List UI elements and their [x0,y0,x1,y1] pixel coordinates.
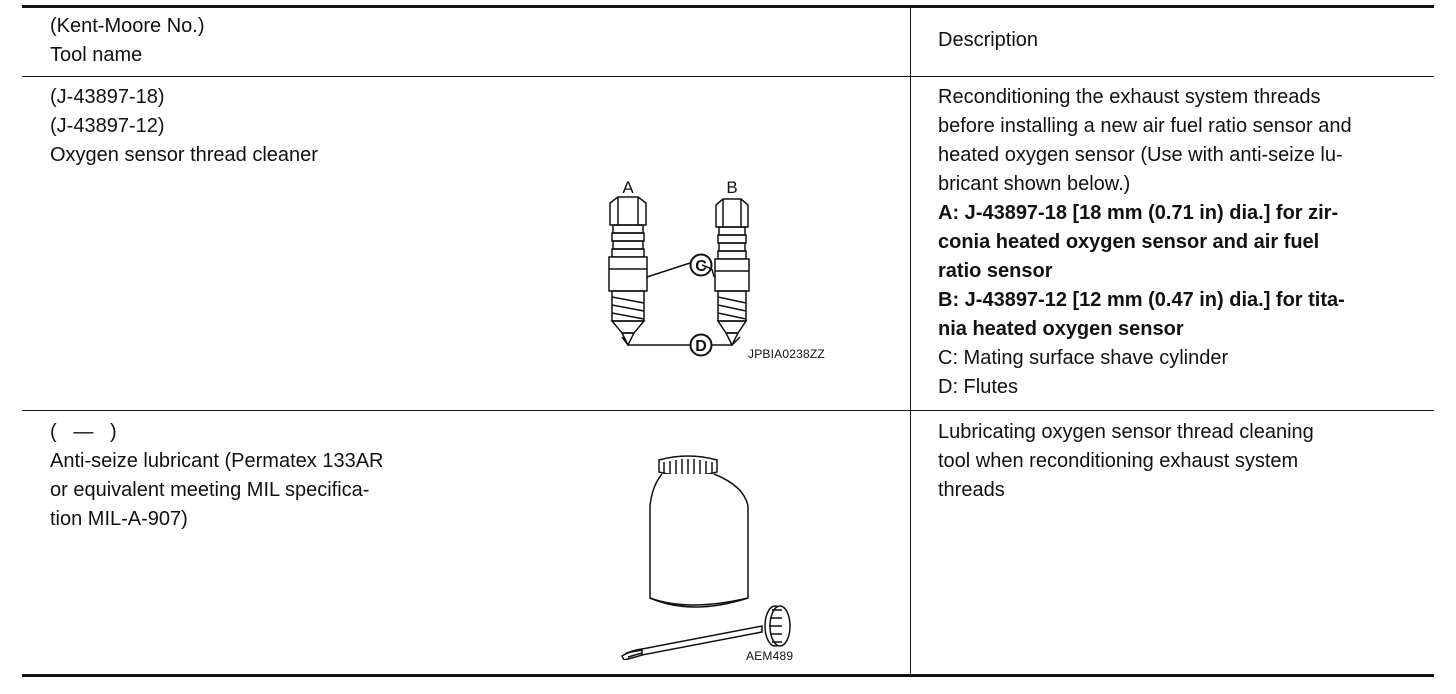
row1-tool-line: Oxygen sensor thread cleaner [50,144,318,166]
row2-tool-cell: ( — ) Anti-seize lubricant (Permatex 133… [50,418,383,534]
row1-desc-line: C: Mating surface shave cylinder [938,347,1229,369]
row2-tool-line: ( — ) [50,421,117,443]
row1-desc-line: Reconditioning the exhaust system thread… [938,86,1321,108]
row1-desc-line: ratio sensor [938,260,1053,282]
row2-tool-line: or equivalent meeting MIL specifica- [50,479,370,501]
row-divider [22,410,1434,411]
row1-desc-line: B: J-43897-12 [12 mm (0.47 in) dia.] for… [938,289,1345,311]
row2-desc-line: Lubricating oxygen sensor thread cleanin… [938,421,1314,443]
header-tool-line-2: Tool name [50,44,143,66]
tools-table: (Kent-Moore No.) Tool name Description (… [22,5,1434,677]
row2-description: Lubricating oxygen sensor thread cleanin… [938,418,1314,505]
row1-tool-cell: (J-43897-18) (J-43897-12) Oxygen sensor … [50,83,318,170]
row2-tool-line: Anti-seize lubricant (Permatex 133AR [50,450,384,472]
column-divider [910,5,911,677]
thread-cleaner-figure: A B C D [608,178,750,357]
row1-tool-line: (J-43897-12) [50,115,165,137]
row1-description: Reconditioning the exhaust system thread… [938,83,1352,402]
header-tool-line-1: (Kent-Moore No.) [50,15,205,37]
row1-desc-line: heated oxygen sensor (Use with anti-seiz… [938,144,1343,166]
figure-caption-2: AEM489 [746,649,794,663]
header-rule [22,76,1434,77]
header-description: Description [938,26,1038,55]
callout-c: C [695,258,707,275]
row2-tool-line: tion MIL-A-907) [50,508,188,530]
table-bottom-rule [22,674,1434,677]
row1-desc-line: before installing a new air fuel ratio s… [938,115,1352,137]
row1-desc-line: nia heated oxygen sensor [938,318,1184,340]
header-tool-name: (Kent-Moore No.) Tool name [50,12,205,70]
row2-desc-line: tool when reconditioning exhaust system [938,450,1299,472]
callout-d: D [695,338,707,355]
label-b: B [726,178,737,197]
table-top-rule [22,5,1434,8]
row1-tool-line: (J-43897-18) [50,86,165,108]
lubricant-figure [621,455,791,660]
header-desc-label: Description [938,29,1039,51]
row1-desc-line: A: J-43897-18 [18 mm (0.71 in) dia.] for… [938,202,1339,224]
row2-desc-line: threads [938,479,1005,501]
row1-desc-line: conia heated oxygen sensor and air fuel [938,231,1320,253]
row1-desc-line: bricant shown below.) [938,173,1131,195]
figure-caption-1: JPBIA0238ZZ [748,347,825,361]
row1-desc-line: D: Flutes [938,376,1019,398]
label-a: A [622,178,634,197]
